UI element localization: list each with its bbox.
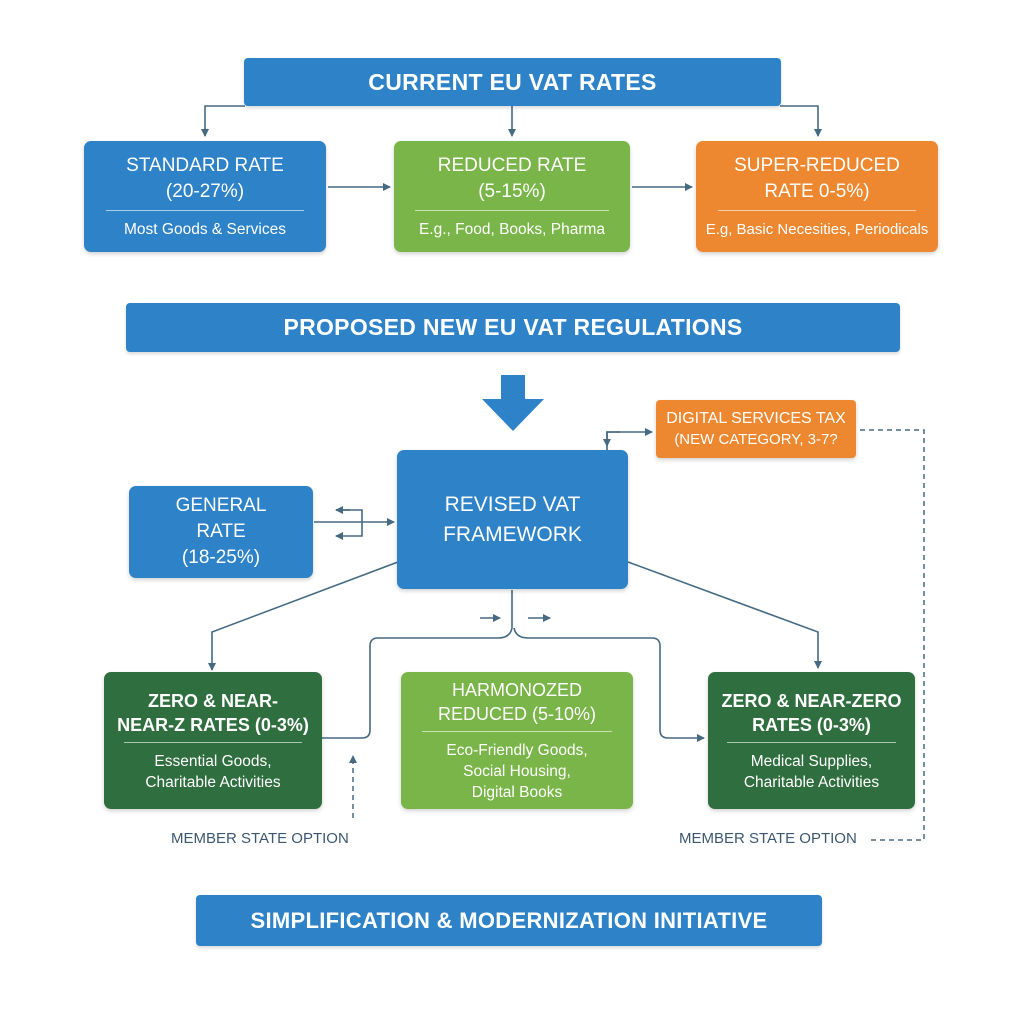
zero-right-desc-2: Charitable Activities [743,773,880,791]
reduced-rate-divider [415,210,609,211]
connector-center-left-branch [322,627,513,739]
harmonized-desc-1: Eco-Friendly Goods, [446,742,588,759]
harmonized-title-2: REDUCED (5-10%) [437,704,597,724]
zero-left-title-1: ZERO & NEAR- [148,690,278,711]
digital-services-line-2: (NEW CATEGORY, 3-7? [674,431,838,448]
proposed-regulations-label: PROPOSED NEW EU VAT REGULATIONS [283,314,743,340]
connector-framework-zero-left [208,561,399,671]
zero-right-title-1: ZERO & NEAR-ZERO [721,690,902,711]
super-reduced-rate-box: SUPER-REDUCED RATE 0-5%) E.g, Basic Nece… [696,141,938,252]
connector-banner-standard [201,105,245,137]
reduced-rate-title-1: REDUCED RATE [437,155,587,176]
connector-framework-zero-right [627,561,822,669]
super-reduced-subtitle: E.g, Basic Necesities, Periodicals [705,221,929,238]
simplification-label: SIMPLIFICATION & MODERNIZATION INITIATIV… [250,907,768,933]
general-rate-line-1: GENERAL [175,495,267,516]
current-eu-vat-rates-label: CURRENT EU VAT RATES [368,68,657,95]
super-reduced-title-1: SUPER-REDUCED [734,155,900,176]
connector-general-loop-top [336,509,363,522]
current-eu-vat-rates-banner: CURRENT EU VAT RATES [244,58,781,106]
zero-near-zero-right-box: ZERO & NEAR-ZERO RATES (0-3%) Medical Su… [708,672,915,809]
connector-banner-super [780,105,822,137]
connector-framework-digital [606,428,653,452]
harmonized-reduced-box: HARMONOZED REDUCED (5-10%) Eco-Friendly … [401,672,633,809]
standard-rate-title-1: STANDARD RATE [126,155,284,176]
general-rate-line-2: RATE [196,521,246,542]
revised-framework-line-1: REVISED VAT [444,492,581,516]
harmonized-desc-2: Social Housing, [463,763,571,780]
harmonized-desc-3: Digital Books [471,784,563,801]
connector-general-loop-bottom [335,522,363,540]
proposed-regulations-banner: PROPOSED NEW EU VAT REGULATIONS [126,303,900,352]
connector-digital-back [603,431,620,447]
revised-framework-line-2: FRAMEWORK [443,522,582,546]
harmonized-divider [421,731,613,732]
harmonized-title-1: HARMONOZED [452,680,582,700]
zero-left-desc-1: Essential Goods, [154,752,272,770]
reduced-rate-title-2: (5-15%) [478,181,546,202]
digital-services-tax-box: DIGITAL SERVICES TAX (NEW CATEGORY, 3-7? [656,400,856,458]
reduced-rate-subtitle: E.g., Food, Books, Pharma [418,221,606,238]
standard-rate-box: STANDARD RATE (20-27%) Most Goods & Serv… [84,141,326,252]
super-reduced-title-2: RATE 0-5%) [764,181,870,202]
zero-right-title-2: RATES (0-3%) [752,714,871,735]
down-arrow-icon [482,375,544,431]
member-state-option-left: MEMBER STATE OPTION [171,830,349,847]
revised-vat-framework-box: REVISED VAT FRAMEWORK [397,450,628,589]
standard-rate-subtitle: Most Goods & Services [124,221,286,238]
connector-center-right-branch [513,627,705,742]
standard-rate-title-2: (20-27%) [165,181,245,202]
super-reduced-divider [717,210,917,211]
general-rate-box: GENERAL RATE (18-25%) [129,486,313,578]
zero-right-desc-1: Medical Supplies, [750,752,873,770]
zero-right-divider [726,741,897,743]
standard-rate-divider [105,210,305,211]
digital-services-line-1: DIGITAL SERVICES TAX [666,410,846,427]
simplification-banner: SIMPLIFICATION & MODERNIZATION INITIATIV… [196,895,822,946]
zero-near-zero-left-box: ZERO & NEAR- NEAR-Z RATES (0-3%) Essenti… [104,672,322,809]
zero-left-divider [123,741,303,743]
dashed-digital-member-right [860,429,925,841]
zero-left-title-2: NEAR-Z RATES (0-3%) [117,714,309,735]
zero-left-desc-2: Charitable Activities [145,773,281,791]
member-state-option-right: MEMBER STATE OPTION [679,830,857,847]
reduced-rate-box: REDUCED RATE (5-15%) E.g., Food, Books, … [394,141,630,252]
general-rate-line-3: (18-25%) [181,547,261,568]
